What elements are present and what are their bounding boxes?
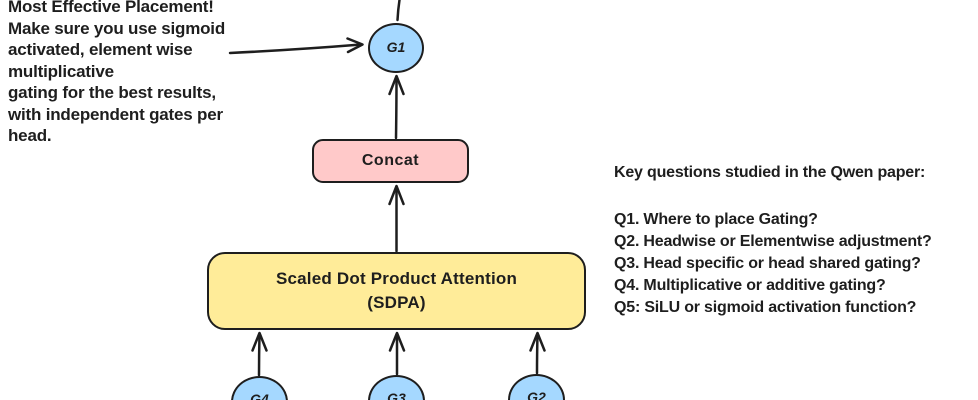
question-item: Q2. Headwise or Elementwise adjustment? [614, 233, 932, 250]
annotation-line: multiplicative [8, 61, 114, 81]
arrow-annotation-to-g1-head [346, 37, 364, 54]
sdpa-label-line1: Scaled Dot Product Attention [275, 269, 518, 288]
question-item: Q1. Where to place Gating? [614, 211, 818, 228]
arrow-g4-to-sdpa-head [251, 331, 268, 352]
key-questions-title: Key questions studied in the Qwen paper: [614, 164, 926, 181]
arrow-g4-to-sdpa-shaft [257, 332, 261, 377]
annotation-line: Make sure you use sigmoid [8, 18, 226, 38]
key-questions-list: Q1. Where to place Gating? Q2. Headwise … [614, 209, 932, 319]
arrow-annotation-to-g1-shaft [228, 43, 363, 55]
sdpa-label-line2: (SDPA) [367, 293, 426, 312]
annotation-line: with independent gates per [8, 104, 223, 124]
arrow-sdpa-to-concat-head [388, 184, 405, 206]
concat-box: Concat [312, 139, 469, 183]
concat-label: Concat [361, 152, 420, 169]
arrow-concat-to-g1-head [388, 74, 405, 96]
gate-g3-label: G3 [387, 390, 406, 400]
gate-node-g1: G1 [368, 23, 424, 73]
arrow-g2-to-sdpa-shaft [535, 332, 539, 375]
sdpa-box: Scaled Dot Product Attention (SDPA) [207, 252, 586, 330]
arrow-g2-to-sdpa-head [529, 331, 546, 352]
gate-g4-label: G4 [250, 391, 269, 400]
annotation-line: head. [8, 126, 52, 145]
gate-g1-label: G1 [386, 39, 406, 55]
question-item: Q5: SiLU or sigmoid activation function? [614, 299, 917, 316]
arrow-concat-to-g1-shaft [394, 75, 398, 140]
question-item: Q4. Multiplicative or additive gating? [614, 277, 886, 294]
annotation-text: Most Effective Placement! Make sure you … [8, 0, 225, 147]
line-g1-to-top [396, 0, 401, 22]
annotation-line: Most Effective Placement! [8, 0, 214, 16]
gate-g2-label: G2 [527, 389, 546, 400]
annotation-line: gating for the best results, [8, 83, 216, 102]
question-item: Q3. Head specific or head shared gating? [614, 255, 921, 272]
arrow-g3-to-sdpa-head [388, 331, 406, 352]
annotation-line: activated, element wise [8, 40, 193, 59]
